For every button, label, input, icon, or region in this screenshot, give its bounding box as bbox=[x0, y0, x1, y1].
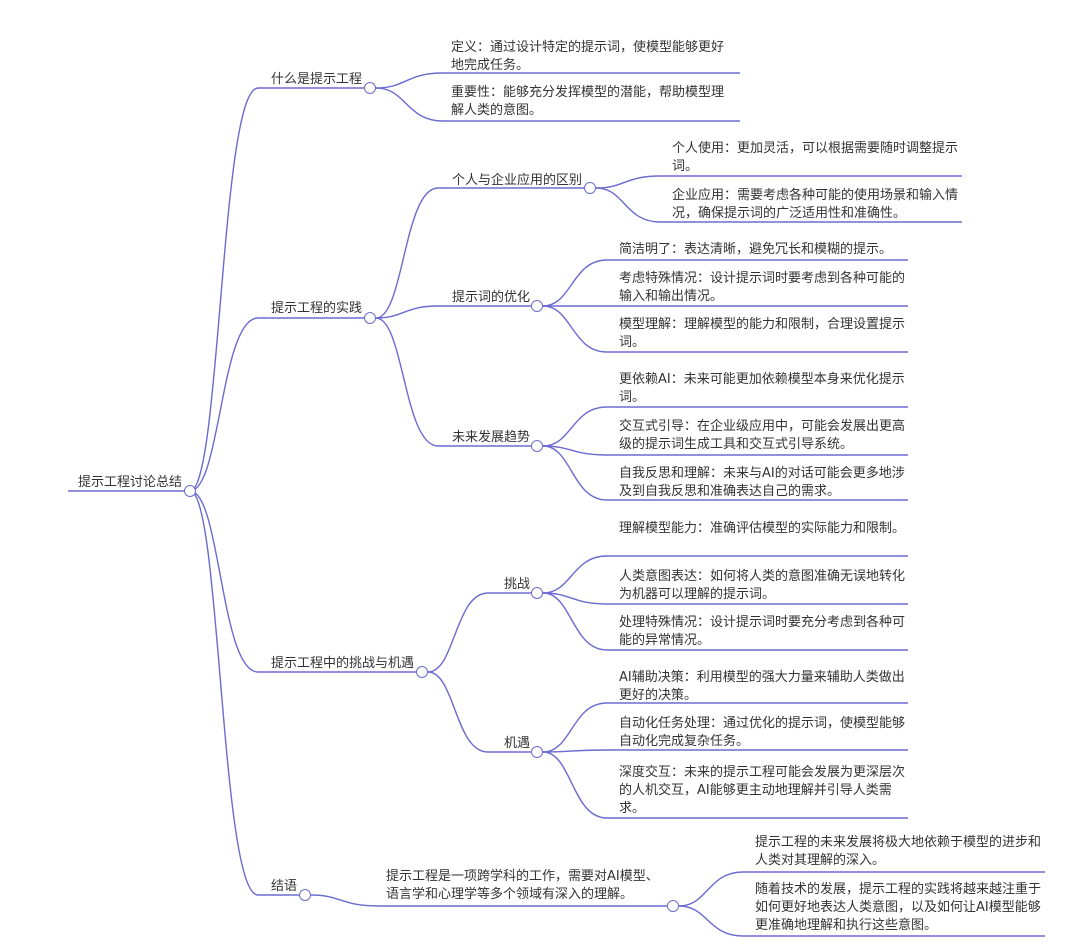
sub-branch-label: 机遇 bbox=[504, 736, 531, 751]
summary-text: 提示工程是一项跨学科的工作，需要对AI模型、语言学和心理学等多个领域有深入的理解… bbox=[386, 869, 659, 902]
sub-branch-edge bbox=[375, 187, 439, 319]
leaf-text: 深度交互：未来的提示工程可能会发展为更深层次的人机交互，AI能够更主动地理解并引… bbox=[619, 765, 906, 816]
leaf-edge bbox=[595, 175, 661, 189]
root-node-label: 提示工程讨论总结 bbox=[78, 475, 183, 490]
collapse-toggle[interactable] bbox=[299, 889, 311, 901]
leaf-text: 理解模型能力：准确评估模型的实际能力和限制。 bbox=[619, 521, 906, 536]
leaf-edge bbox=[542, 749, 608, 753]
leaf-text: 考虑特殊情况：设计提示词时要考虑到各种可能的输入和输出情况。 bbox=[619, 271, 906, 304]
branch-label: 提示工程的实践 bbox=[271, 301, 363, 316]
leaf-edge bbox=[375, 87, 444, 122]
leaf-text: 自动化任务处理：通过优化的提示词，使模型能够自动化完成复杂任务。 bbox=[619, 716, 906, 749]
collapse-toggle[interactable] bbox=[667, 900, 679, 912]
leaf-edge bbox=[542, 751, 608, 819]
leaf-edge bbox=[375, 72, 444, 89]
leaf-edge bbox=[542, 445, 608, 501]
collapse-toggle[interactable] bbox=[531, 746, 543, 758]
branch-label: 什么是提示工程 bbox=[271, 72, 363, 87]
branch-label: 结语 bbox=[271, 879, 298, 894]
leaf-edge bbox=[542, 259, 608, 307]
sub-branch-edge bbox=[375, 317, 439, 447]
branch-edge bbox=[189, 490, 259, 896]
leaf-edge bbox=[542, 445, 608, 456]
leaf-text: 交互式引导：在企业级应用中，可能会发展出更高级的提示词生成工具和交互式引导系统。 bbox=[619, 419, 906, 452]
branch-edge bbox=[189, 490, 259, 673]
leaf-edge bbox=[542, 555, 608, 594]
collapse-toggle[interactable] bbox=[531, 300, 543, 312]
leaf-text: 随着技术的发展，提示工程的实践将越来越注重于如何更好地表达人类意图，以及如何让A… bbox=[755, 882, 1042, 933]
leaf-text: 自我反思和理解：未来与AI的对话可能会更多地涉及到自我反思和准确表达自己的需求。 bbox=[619, 466, 905, 499]
leaf-edge bbox=[542, 592, 608, 605]
sub-branch-label: 未来发展趋势 bbox=[452, 430, 531, 445]
leaf-text: 处理特殊情况：设计提示词时要充分考虑到各种可能的异常情况。 bbox=[619, 615, 906, 648]
leaf-edge bbox=[542, 702, 608, 753]
sub-branch-edge bbox=[427, 671, 489, 753]
leaf-text: AI辅助决策：利用模型的强大力量来辅助人类做出更好的决策。 bbox=[619, 670, 905, 703]
leaf-edge bbox=[542, 592, 608, 651]
branch-label: 提示工程中的挑战与机遇 bbox=[271, 656, 415, 671]
branch-edge bbox=[189, 87, 259, 492]
leaf-edge bbox=[678, 871, 744, 907]
leaf-text: 更依赖AI：未来可能更加依赖模型本身来优化提示词。 bbox=[619, 372, 905, 405]
leaf-text: 人类意图表达：如何将人类的意图准确无误地转化为机器可以理解的提示词。 bbox=[619, 569, 906, 602]
sub-branch-label: 挑战 bbox=[504, 577, 531, 592]
branch-edge bbox=[189, 317, 259, 492]
summary-edge bbox=[310, 894, 379, 907]
leaf-text: 个人使用：更加灵活，可以根据需要随时调整提示词。 bbox=[672, 141, 959, 174]
collapse-toggle[interactable] bbox=[364, 82, 376, 94]
sub-branch-label: 个人与企业应用的区别 bbox=[452, 173, 583, 188]
leaf-text: 提示工程的未来发展将极大地依赖于模型的进步和人类对其理解的深入。 bbox=[755, 835, 1042, 868]
leaf-text: 简洁明了：表达清晰，避免冗长和模糊的提示。 bbox=[619, 242, 893, 257]
leaf-edge bbox=[542, 305, 608, 353]
collapse-toggle[interactable] bbox=[416, 666, 428, 678]
leaf-edge bbox=[678, 905, 744, 937]
root-collapse-toggle[interactable] bbox=[184, 485, 196, 497]
sub-branch-edge bbox=[427, 592, 489, 673]
leaf-text: 企业应用：需要考虑各种可能的使用场景和输入情况，确保提示词的广泛适用性和准确性。 bbox=[672, 188, 959, 221]
leaf-text: 模型理解：理解模型的能力和限制，合理设置提示词。 bbox=[619, 317, 906, 350]
sub-branch-edge bbox=[375, 305, 439, 319]
leaf-text: 重要性：能够充分发挥模型的潜能，帮助模型理解人类的意图。 bbox=[451, 85, 725, 118]
collapse-toggle[interactable] bbox=[531, 587, 543, 599]
leaf-text: 定义：通过设计特定的提示词，使模型能够更好地完成任务。 bbox=[451, 40, 725, 73]
sub-branch-label: 提示词的优化 bbox=[452, 290, 531, 305]
collapse-toggle[interactable] bbox=[584, 182, 596, 194]
collapse-toggle[interactable] bbox=[364, 312, 376, 324]
leaf-edge bbox=[542, 406, 608, 447]
collapse-toggle[interactable] bbox=[531, 440, 543, 452]
leaf-edge bbox=[595, 187, 661, 223]
